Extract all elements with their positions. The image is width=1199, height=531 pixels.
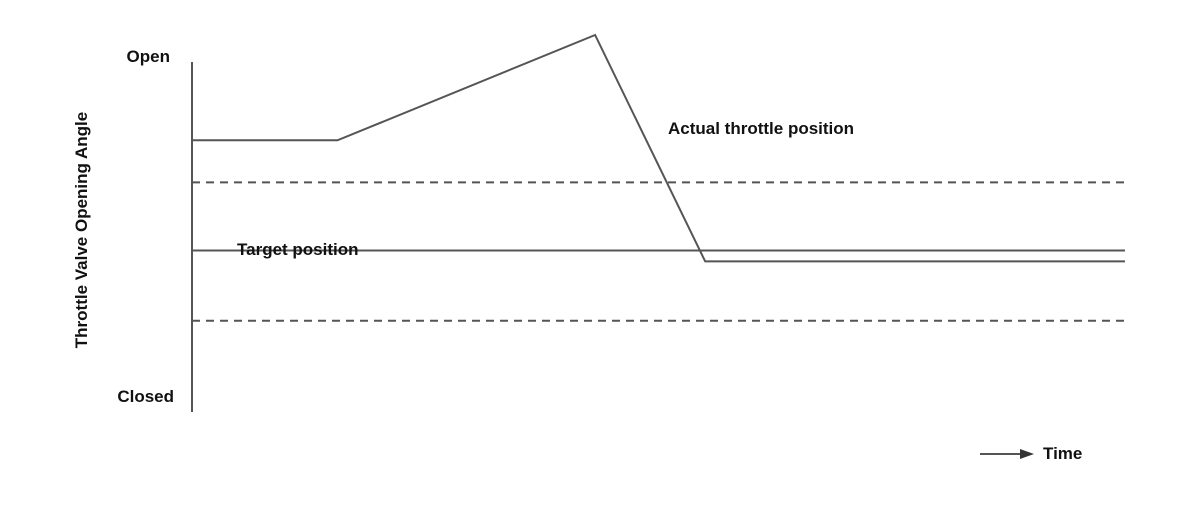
y-axis-label: Throttle Valve Opening Angle xyxy=(72,112,91,348)
x-axis-arrow xyxy=(980,449,1034,459)
y-bottom-label: Closed xyxy=(117,387,174,406)
series-label-target: Target position xyxy=(237,240,359,259)
series-label-actual: Actual throttle position xyxy=(668,119,854,138)
x-axis-label: Time xyxy=(1043,444,1082,463)
arrow-head-icon xyxy=(1020,449,1034,459)
y-top-label: Open xyxy=(127,47,170,66)
series-actual-line xyxy=(192,33,1125,263)
series-layer xyxy=(192,33,1125,322)
